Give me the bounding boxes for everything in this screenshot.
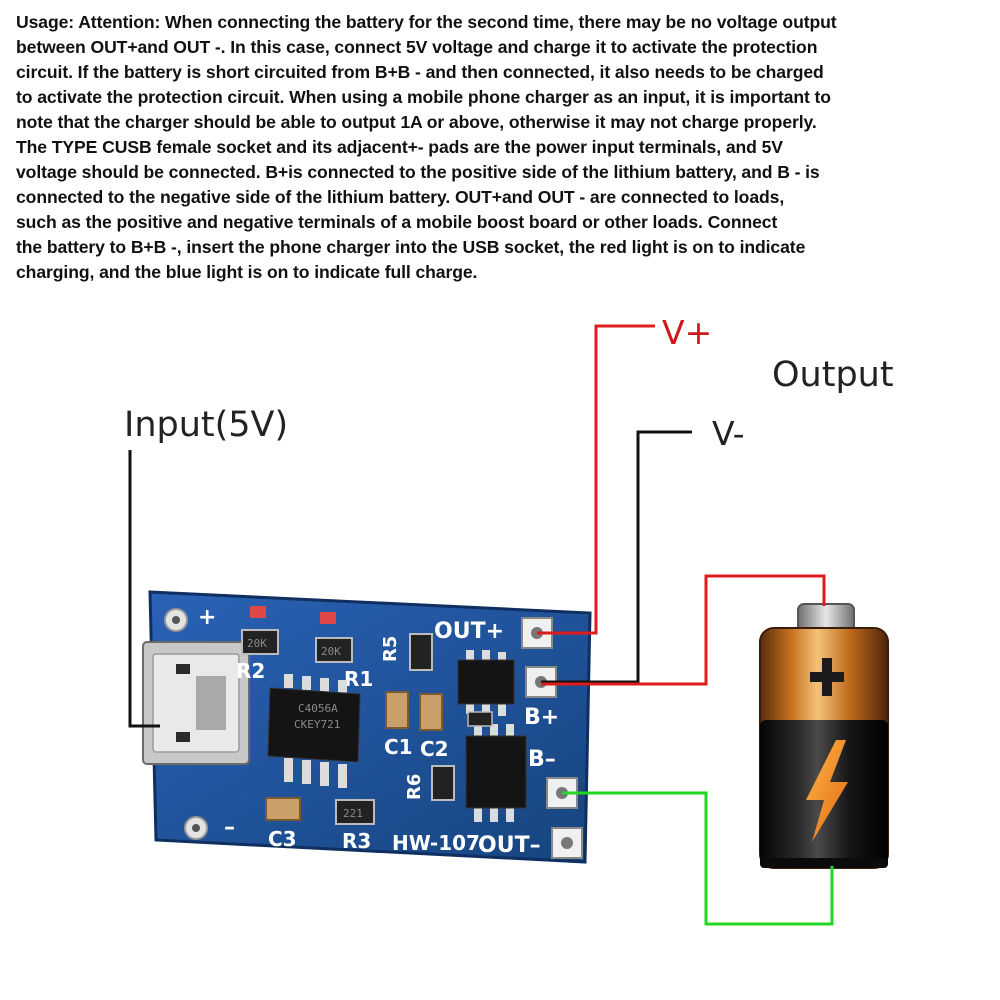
resistor-r6 <box>431 765 455 801</box>
resistor-r5 <box>409 633 433 671</box>
silk-r1: R1 <box>344 667 373 691</box>
silk-input-plus: + <box>198 605 216 630</box>
output-label: Output <box>772 355 894 395</box>
wires <box>128 324 834 926</box>
silk-model: HW-107 <box>392 831 480 855</box>
svg-text:221: 221 <box>343 807 363 820</box>
silk-r6: R6 <box>404 774 425 800</box>
capacitor-c3 <box>265 797 301 821</box>
resistor-r2: 20K <box>241 629 279 655</box>
usage-instructions: Usage: Attention: When connecting the ba… <box>16 12 837 282</box>
wire-input <box>128 450 160 728</box>
mosfet-ic <box>465 724 527 822</box>
svg-text:20K: 20K <box>321 645 341 658</box>
resistor-r1: 20K <box>315 637 353 663</box>
input-minus-pad <box>184 816 208 840</box>
silk-c3: C3 <box>268 827 297 851</box>
lightning-icon <box>806 740 848 842</box>
silk-r5: R5 <box>380 636 401 662</box>
silk-r2: R2 <box>236 659 265 683</box>
input-label: Input(5V) <box>124 405 288 445</box>
v-minus-label: V- <box>712 414 745 453</box>
charger-board: + – 20K 20K R2 R1 <box>142 590 592 864</box>
wire-out-minus <box>541 430 692 684</box>
v-plus-label: V+ <box>662 313 712 352</box>
silk-b-minus: B– <box>528 747 556 772</box>
input-plus-pad <box>164 608 188 632</box>
wire-out-plus <box>537 324 655 635</box>
protection-ic <box>457 650 515 716</box>
wire-b-plus <box>541 574 826 686</box>
silk-out-minus: OUT– <box>478 833 541 858</box>
pad-out-minus <box>551 827 583 859</box>
capacitor-c2 <box>419 693 443 731</box>
silk-b-plus: B+ <box>524 705 559 730</box>
ic-marking-1: C4056A <box>298 702 338 715</box>
silk-input-minus: – <box>224 815 235 840</box>
silk-c1: C1 <box>384 735 413 759</box>
resistor-r3: 221 <box>335 799 375 825</box>
silk-r3: R3 <box>342 829 371 853</box>
charger-ic: C4056A CKEY721 <box>267 674 361 788</box>
usb-socket <box>142 641 250 765</box>
capacitor-c1 <box>385 691 409 729</box>
ic-marking-2: CKEY721 <box>294 718 340 731</box>
wire-b-minus <box>562 791 834 926</box>
blue-led <box>320 612 336 624</box>
plus-icon <box>810 658 844 696</box>
svg-text:20K: 20K <box>247 637 267 650</box>
silk-c2: C2 <box>420 737 449 761</box>
battery <box>759 603 889 869</box>
red-led <box>250 606 266 618</box>
small-resistor <box>467 711 493 727</box>
silk-out-plus: OUT+ <box>434 619 504 644</box>
